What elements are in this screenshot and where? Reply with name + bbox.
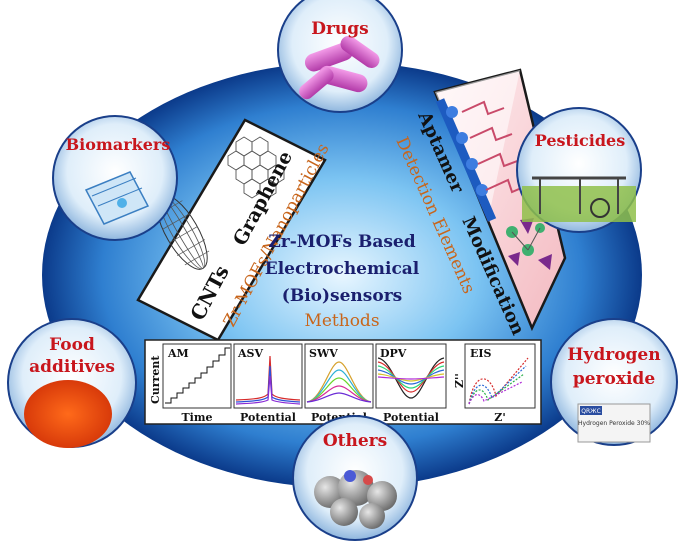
field-sprayer-icon [522,176,636,222]
food-powder-icon [24,380,112,448]
nanomaterials-panel: CNTs Graphene [136,118,327,342]
am-panel: AM Time Current [149,343,232,424]
asv-xlabel: Potential [240,411,296,424]
swv-panel: SWV Potential [304,343,374,424]
pesticides-label: Pesticides [535,131,625,150]
eis-ylabel: Z'' [453,373,466,388]
reagent-bottle-icon: QRЖC Hydrogen Peroxide 30% [577,403,651,443]
asv-title: ASV [237,347,263,360]
bottle-brand-text: QRЖC [581,408,601,415]
others-node: Others [292,415,418,541]
bottle-label-text: Hydrogen Peroxide 30% [578,420,650,427]
dpv-title: DPV [380,347,407,360]
biomarkers-label: Biomarkers [66,135,171,154]
drugs-label: Drugs [311,19,369,39]
drugs-node: Drugs [277,0,403,113]
aptamer-strand-icon [435,98,527,222]
am-xlabel: Time [181,411,212,424]
eis-panel: EIS Z' Z'' [453,343,536,424]
food-additives-node: Food additives [7,318,137,448]
center-title-line2: Electrochemical [265,259,420,279]
center-title-line1: Zr-MOFs Based [268,232,415,252]
pill-capsules-icon [299,35,380,100]
food-additives-label-line2: additives [29,357,115,377]
asv-panel: ASV Potential [233,343,303,424]
graphene-icon [227,136,285,199]
swv-title: SWV [309,347,338,360]
pesticides-node: Pesticides [516,107,642,233]
methods-strip: AM Time Current ASV Potential SWV Potent… [144,339,542,425]
am-title: AM [167,347,189,360]
hydrogen-peroxide-label-line2: peroxide [573,369,655,389]
molecule-model-icon [314,470,397,529]
dpv-xlabel: Potential [383,411,439,424]
food-additives-label-line1: Food [49,335,95,355]
others-label: Others [323,431,387,451]
eis-title: EIS [470,347,492,360]
methods-category-label: Methods [304,311,379,331]
am-ylabel: Current [149,355,162,404]
biomarkers-node: Biomarkers [52,115,178,241]
dpv-panel: DPV Potential [375,343,447,424]
hydrogen-peroxide-node: QRЖC Hydrogen Peroxide 30% Hydrogen pero… [550,318,678,446]
eis-xlabel: Z' [494,411,505,424]
center-title-line3: (Bio)sensors [282,286,402,306]
biomarkers-device-icon [84,171,150,225]
hydrogen-peroxide-label-line1: Hydrogen [567,345,660,365]
center-title: Zr-MOFs Based Electrochemical (Bio)senso… [265,232,420,306]
